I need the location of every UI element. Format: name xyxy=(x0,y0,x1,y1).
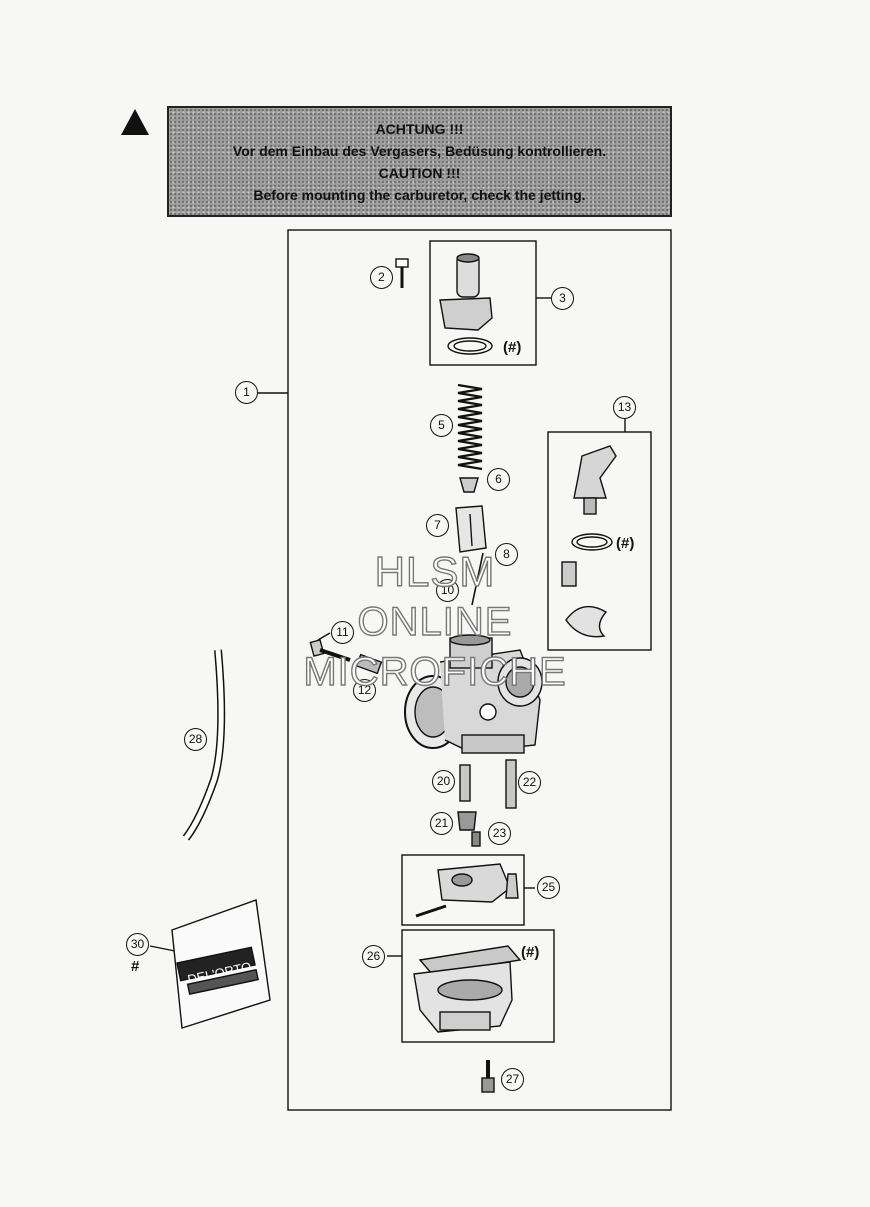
part-11-screw xyxy=(309,639,351,662)
callout-25: 25 xyxy=(537,876,560,899)
part-23-small-jet xyxy=(471,831,481,847)
part-26-float-bowl xyxy=(413,945,522,1033)
callout-8: 8 xyxy=(495,543,518,566)
callout-27: 27 xyxy=(501,1068,524,1091)
watermark-line-2: ONLINE xyxy=(357,599,513,644)
part-6-retainer xyxy=(459,477,479,493)
callout-23: 23 xyxy=(488,822,511,845)
subassembly-box-26 xyxy=(401,929,555,1043)
part-21-jet-holder xyxy=(457,811,477,831)
caution-text-en: Before mounting the carburetor, check th… xyxy=(253,187,586,203)
subassembly-box-3 xyxy=(429,240,537,366)
caution-text-de: Vor dem Einbau des Vergasers, Bedüsung k… xyxy=(232,143,607,159)
part-22-tube xyxy=(505,759,517,809)
part-8-needle xyxy=(471,552,484,606)
gasket-label: (#) xyxy=(521,944,540,961)
caution-title-en: CAUTION !!! xyxy=(378,165,461,181)
callout-5: 5 xyxy=(430,414,453,437)
callout-2: 2 xyxy=(370,266,393,289)
part-27-drain-screw xyxy=(481,1060,495,1093)
callout-26: 26 xyxy=(362,945,385,968)
callout-6: 6 xyxy=(487,468,510,491)
subassembly-box-25 xyxy=(401,854,525,926)
assembly-frame xyxy=(287,229,672,1111)
part-2-screw xyxy=(395,258,409,288)
hash-30-label: # xyxy=(131,958,140,975)
callout-20: 20 xyxy=(432,770,455,793)
callout-7: 7 xyxy=(426,514,449,537)
callout-21: 21 xyxy=(430,812,453,835)
part-7-slide xyxy=(455,505,487,553)
part-20-jet xyxy=(459,764,471,802)
callout-13: 13 xyxy=(613,396,636,419)
part-30-jet-packet: DEL'ORTO xyxy=(171,899,271,1029)
part-3-cap xyxy=(439,253,493,355)
callout-3: 3 xyxy=(551,287,574,310)
callout-11: 11 xyxy=(331,621,354,644)
callout-1: 1 xyxy=(235,381,258,404)
part-25-float xyxy=(415,863,519,918)
oring-right-label: (#) xyxy=(616,535,635,552)
callout-30: 30 xyxy=(126,933,149,956)
part-12-idle-screw xyxy=(355,653,383,675)
watermark-line-3: MICROFICHE xyxy=(303,649,567,694)
oring-top-label: (#) xyxy=(503,339,522,356)
caution-title-de: ACHTUNG !!! xyxy=(375,121,464,137)
part-5-spring xyxy=(457,383,483,471)
callout-28: 28 xyxy=(184,728,207,751)
part-13-choke xyxy=(561,445,617,638)
subassembly-box-13 xyxy=(547,431,652,651)
caution-notice: ACHTUNG !!! Vor dem Einbau des Vergasers… xyxy=(167,106,672,217)
carburetor-body xyxy=(404,634,543,754)
callout-22: 22 xyxy=(518,771,541,794)
watermark-line-1: HLSM xyxy=(374,547,496,595)
callout-12: 12 xyxy=(353,679,376,702)
warning-triangle-icon xyxy=(121,109,149,135)
callout-10: 10 xyxy=(436,579,459,602)
